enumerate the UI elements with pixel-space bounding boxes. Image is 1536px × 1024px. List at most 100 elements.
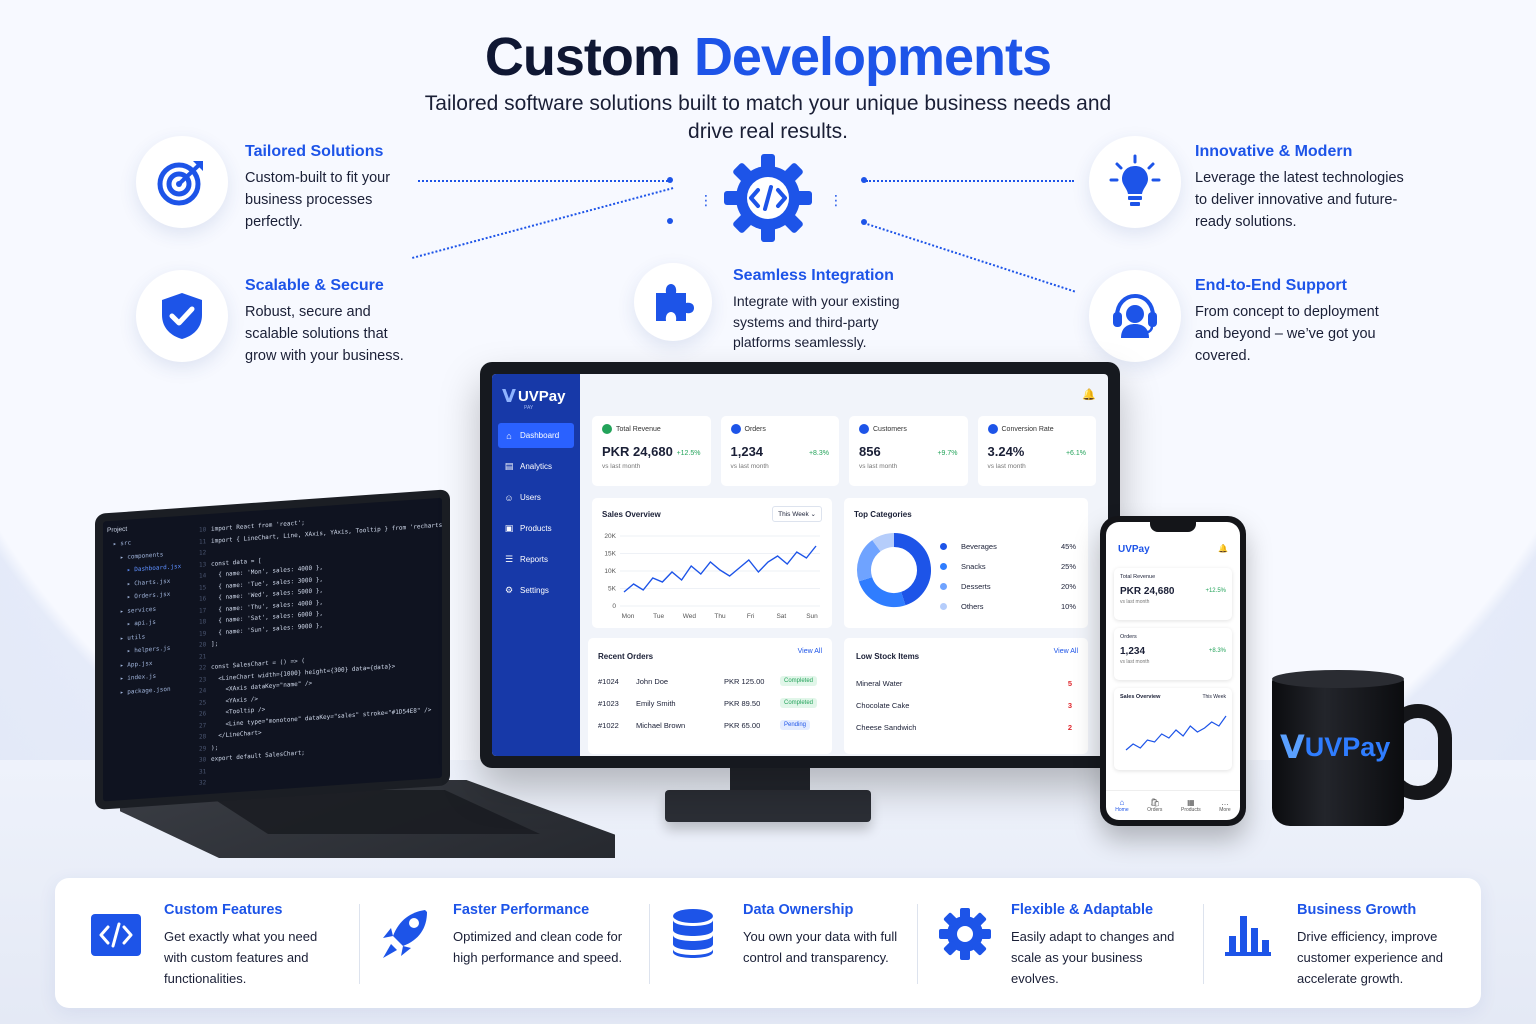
kpi-icon (987, 424, 998, 434)
stock-qty: 5 (1067, 678, 1072, 688)
tab-products[interactable]: ▦Products (1181, 798, 1201, 813)
benefit-text: Drive efficiency, improve customer exper… (1297, 929, 1443, 986)
benefit-title: Data Ownership (743, 902, 854, 918)
connector-dot (861, 219, 867, 225)
view-all-stock-link[interactable]: View All (1053, 648, 1078, 655)
x-tick-label: Sat (776, 613, 786, 620)
order-customer: Emily Smith (636, 698, 676, 708)
kpi-note: vs last month (602, 463, 641, 470)
feature-support: End-to-End Support From concept to deplo… (1195, 277, 1379, 364)
view-all-orders-link[interactable]: View All (797, 648, 822, 655)
stock-item-name: Chocolate Cake (856, 700, 910, 710)
code-content: import React from 'react';import { LineC… (211, 507, 442, 765)
dashboard-logo: Ⅴ UVPay (502, 386, 566, 406)
kpi-value: 1,234 (730, 444, 764, 459)
grid-icon: ▦ (1187, 798, 1195, 807)
monitor: Ⅴ UVPay PAY ⌂Dashboard▤Analytics☺Users▣P… (480, 362, 1120, 768)
y-tick-label: 10K (604, 568, 616, 575)
tab-more[interactable]: …More (1219, 798, 1230, 813)
sidebar-item-dashboard[interactable]: ⌂Dashboard (498, 423, 574, 448)
bell-icon[interactable]: 🔔 (1218, 544, 1228, 553)
shield-check-icon (136, 270, 228, 362)
benefit-text: Get exactly what you need with custom fe… (164, 929, 318, 986)
bell-icon[interactable]: 🔔 (1082, 389, 1096, 401)
phone-sales-card: Sales Overview This Week (1114, 688, 1232, 770)
target-icon (136, 136, 228, 228)
kpi-label: Customers (859, 424, 958, 434)
kpi-label-text: Customers (873, 425, 907, 433)
dashboard-nav: ⌂Dashboard ▤Analytics ☺Users ▣ Products ☰Repo… (492, 423, 580, 603)
settings-icon: ⚙ (504, 585, 514, 595)
rocket-icon (381, 908, 429, 965)
file-tree: ▸ src▸ components▸ Dashboard.jsx▸ Charts… (107, 534, 203, 703)
kpi-note: vs last month (859, 463, 898, 470)
kpi-change: +12.5% (676, 450, 701, 457)
phone-tab-bar: ⌂Home 🛍Orders ▦Products …More (1106, 790, 1240, 820)
tab-label: More (1219, 807, 1231, 813)
order-id: #1022 (598, 720, 619, 730)
range-select[interactable]: This Week ⌄ (772, 506, 822, 522)
category-pct: 20% (1060, 581, 1076, 591)
monitor-base (665, 790, 871, 822)
bag-icon: 🛍 (1149, 798, 1160, 807)
sidebar-item-settings[interactable]: ⚙Settings (498, 578, 574, 603)
analytics-icon: ▤ (504, 461, 514, 471)
tab-home[interactable]: ⌂Home (1115, 798, 1128, 813)
code-gear-icon (722, 152, 814, 244)
x-tick-label: Thu (714, 613, 726, 620)
kpi-label: Total Revenue (602, 424, 701, 434)
sidebar-item-reports[interactable]: ☰Reports (498, 547, 574, 572)
sidebar-item-users[interactable]: ☺Users (498, 485, 574, 510)
x-tick-label: Mon (622, 613, 635, 620)
home-icon: ⌂ (1119, 798, 1125, 807)
kpi-change: +8.3% (808, 450, 829, 457)
benefit-title: Faster Performance (453, 902, 590, 918)
connector-dot (861, 177, 867, 183)
x-tick-label: Wed (683, 613, 697, 620)
category-name: Beverages (961, 541, 997, 551)
sidebar-item-products[interactable]: ▣ Products (498, 516, 574, 541)
categories-donut-chart (857, 533, 931, 607)
sidebar-item-analytics[interactable]: ▤Analytics (498, 454, 574, 479)
puzzle-icon (634, 263, 712, 341)
tab-orders[interactable]: 🛍Orders (1147, 798, 1162, 813)
code-editor: Project ▸ src▸ components▸ Dashboard.jsx… (103, 497, 442, 802)
kpi-value: 856 (859, 444, 881, 459)
order-customer: John Doe (636, 676, 669, 686)
tab-label: Home (1115, 807, 1129, 813)
database-icon (671, 908, 715, 965)
order-id: #1024 (598, 676, 619, 686)
mug-logo: Ⅴ UVPay (1280, 729, 1391, 765)
category-name: Others (961, 601, 984, 611)
sidebar-item-label: Products (520, 524, 552, 533)
phone-screen: UVPay 🔔 Total Revenue PKR 24,680 +12.5% … (1106, 522, 1240, 820)
kpi-label: Conversion Rate (987, 424, 1087, 434)
sidebar-item-label: Dashboard (520, 431, 560, 440)
kpi-icon (730, 424, 741, 434)
feature-integration: Seamless Integration Integrate with your… (733, 267, 900, 350)
dashboard-sidebar: Ⅴ UVPay PAY ⌂Dashboard▤Analytics☺Users▣P… (492, 374, 580, 756)
status-badge: Pending (780, 720, 811, 730)
connector-line (866, 180, 1074, 182)
benefit-text: You own your data with full control and … (743, 929, 898, 965)
kpi-label-text: Conversion Rate (1001, 425, 1054, 433)
stock-qty: 3 (1067, 700, 1072, 710)
feature-tailored: Tailored Solutions Custom-built to fit y… (245, 143, 391, 230)
connector-line (418, 180, 668, 182)
page-title: Custom Developments (484, 27, 1052, 87)
products-icon: ▣ (504, 523, 514, 533)
phone-sales-chart (1125, 715, 1227, 751)
phone: UVPay 🔔 Total Revenue PKR 24,680 +12.5% … (1100, 516, 1246, 826)
dots-decoration: ⋮ (829, 192, 843, 208)
